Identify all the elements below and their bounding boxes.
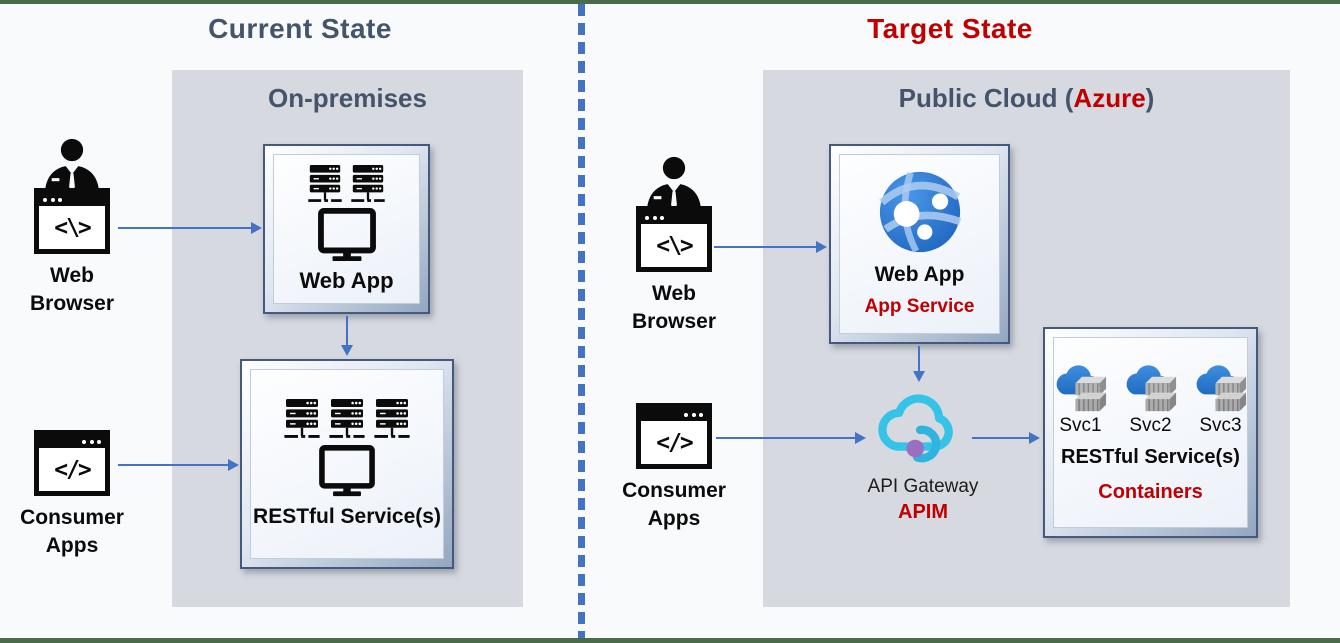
azure-restful-label: RESTful Service(s) [1061, 446, 1240, 468]
svc-label: Svc3 [1199, 415, 1242, 436]
monitor-icon [318, 208, 376, 262]
consumer-apps-actor: </> Consumer Apps [622, 403, 726, 534]
service-icons-row: Svc1 Svc2 Svc3 [1051, 361, 1251, 437]
arrow-appservice-to-apim [918, 346, 920, 372]
arrow-consumer-to-restful [118, 464, 229, 466]
apim-sublabel: APIM [898, 501, 948, 523]
app-service-globe-icon [878, 170, 962, 254]
code-glyph: </> [54, 456, 92, 483]
code-glyph: <\> [656, 232, 694, 259]
azure-highlight: Azure [1073, 83, 1146, 113]
svc-label: Svc1 [1059, 415, 1102, 436]
consumer-apps-label: Consumer Apps [20, 506, 124, 558]
container-cloud-icon [1195, 364, 1247, 412]
browser-code-icon: <\> [34, 188, 110, 254]
svc-item: Svc2 [1121, 361, 1181, 437]
svc-item: Svc1 [1051, 361, 1111, 437]
onprem-restful-node: RESTful Service(s) [240, 359, 454, 569]
person-icon [646, 156, 702, 213]
consumer-apps-actor: </> Consumer Apps [20, 430, 124, 561]
api-management-cloud-icon [873, 384, 973, 472]
code-glyph: </> [656, 429, 694, 456]
arrow-webapp-to-restful [346, 316, 348, 346]
person-icon [44, 138, 100, 195]
svc-label: Svc2 [1129, 415, 1172, 436]
browser-code-icon: </> [34, 430, 110, 496]
on-premises-panel-title: On-premises [268, 83, 427, 113]
server-racks-icon [284, 399, 410, 439]
onprem-restful-label: RESTful Service(s) [253, 505, 441, 528]
browser-titlebar [39, 435, 105, 448]
browser-code-icon: <\> [636, 206, 712, 272]
onprem-webapp-label: Web App [299, 267, 394, 293]
arrow-consumer-to-apim [716, 437, 856, 439]
azure-webapp-label: Web App [874, 263, 965, 286]
svc-item: Svc3 [1191, 361, 1251, 437]
web-browser-label: Web Browser [29, 264, 115, 316]
browser-titlebar [641, 211, 707, 224]
web-browser-label: Web Browser [631, 282, 717, 334]
web-browser-actor: <\> Web Browser [624, 156, 724, 337]
containers-sublabel: Containers [1098, 481, 1203, 503]
azure-webapp-node: Web App App Service [829, 144, 1010, 344]
container-cloud-icon [1125, 364, 1177, 412]
target-state-title: Target State [867, 13, 1033, 44]
arrow-webbrowser-to-appservice [714, 246, 817, 248]
public-cloud-panel-title: Public Cloud (Azure) [898, 83, 1155, 113]
arrow-webbrowser-to-webapp [118, 227, 252, 229]
current-state-title: Current State [208, 13, 392, 44]
container-cloud-icon [1055, 364, 1107, 412]
state-divider-dashed-line [578, 4, 585, 638]
arrow-apim-to-containers [972, 437, 1030, 439]
api-gateway-cluster: API Gateway APIM [860, 384, 986, 524]
top-border [0, 0, 1340, 4]
server-racks-icon [308, 164, 385, 203]
code-glyph: <\> [54, 214, 92, 241]
app-service-sublabel: App Service [864, 296, 975, 317]
web-browser-actor: <\> Web Browser [22, 138, 122, 319]
browser-titlebar [39, 193, 105, 206]
bottom-border [0, 638, 1340, 643]
browser-titlebar [641, 408, 707, 421]
onprem-webapp-node: Web App [263, 144, 430, 314]
monitor-icon [319, 445, 375, 497]
api-gateway-label: API Gateway [867, 476, 979, 497]
azure-containers-node: Svc1 Svc2 Svc3 RESTful Service(s) Contai… [1043, 327, 1258, 538]
browser-code-icon: </> [636, 403, 712, 469]
consumer-apps-label: Consumer Apps [622, 479, 726, 531]
